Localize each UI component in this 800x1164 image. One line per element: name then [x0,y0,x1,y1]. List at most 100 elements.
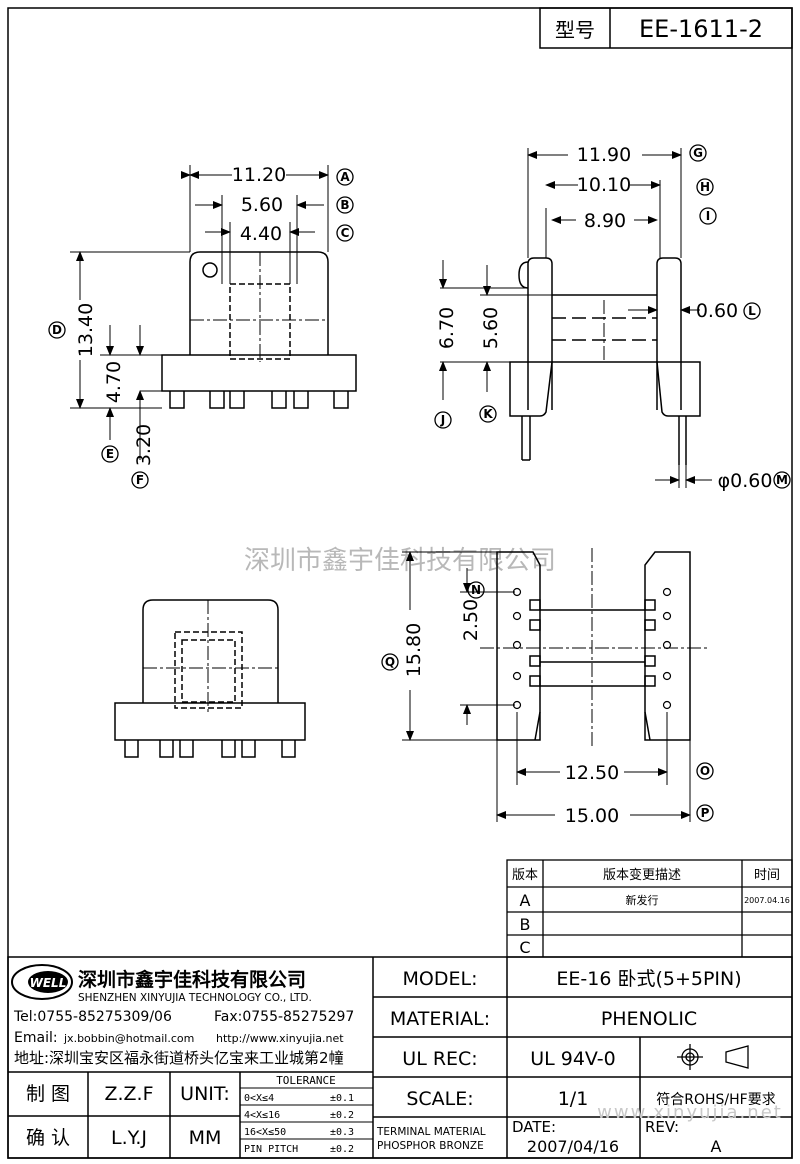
pin-left-4 [512,671,522,681]
company-name-cn: 深圳市鑫宇佳科技有限公司 [78,968,306,991]
unit-value: MM [189,1127,222,1149]
scale-field-value: 1/1 [558,1088,589,1110]
pin-right-2 [662,611,672,621]
projection-cone-icon [725,1045,749,1069]
callout-d: D [52,323,62,337]
callout-e: E [106,447,114,461]
dim-15-80: 15.80 [403,623,425,677]
dim-4-70: 4.70 [103,361,125,403]
callout-g: G [693,146,703,160]
front-view-dimensions [70,165,329,460]
watermark-url: www.xinyujia.net [597,1102,783,1123]
callout-f: F [136,473,144,487]
rev-row-a-ver: A [520,891,531,910]
side-view-dim-text: 11.90 10.10 8.90 6.70 5.60 0.60 φ0.60 [436,144,772,492]
callout-a: A [340,170,350,184]
rev-row-b-ver: B [520,915,531,934]
scale-field-label: SCALE: [406,1088,473,1110]
callout-g-circle [689,144,707,162]
rev-header-date: 时间 [754,868,780,883]
callout-e-circle [101,445,119,463]
callout-k-circle [479,405,497,423]
company-fax: Fax:0755-85275297 [214,1009,354,1025]
material-field-value: PHENOLIC [601,1008,697,1030]
bottom-view-callout-text: N Q O P [385,583,710,820]
unit-label: UNIT: [180,1083,230,1105]
model-field-value: EE-16 卧式(5+5PIN) [556,968,741,990]
logo-text: WELL [30,976,67,990]
callout-q-circle [381,653,399,671]
title-block-grid [7,956,793,1159]
tol-value-2: ±0.2 [330,1110,354,1121]
terminal-material-line2: PHOSPHOR BRONZE [377,1140,484,1152]
pin-left-2 [512,611,522,621]
company-email-label: Email: [14,1030,58,1046]
callout-q: Q [385,655,395,669]
checked-label: 确 认 [26,1127,70,1149]
callout-p-circle [696,804,714,822]
callout-b: B [340,198,349,212]
tol-value-3: ±0.3 [330,1127,354,1138]
dim-11-20: 11.20 [232,164,286,186]
callout-i: I [706,209,710,223]
callout-k: K [483,407,493,421]
projection-symbol [677,1044,749,1070]
rev-header-desc: 版本变更描述 [603,867,681,883]
company-website: http://www.xinyujia.net [216,1032,344,1045]
drawn-value: Z.Z.F [104,1083,153,1105]
tol-value-1: ±0.1 [330,1093,354,1104]
callout-m: M [776,473,788,487]
callout-l-circle [743,302,761,320]
pin-right-5 [662,700,672,710]
tol-range-1: 0<X≤4 [244,1093,274,1104]
rev-row-c-ver: C [519,938,530,957]
callout-p: P [701,806,710,820]
tol-range-3: 16<X≤50 [244,1127,286,1138]
title-block-labels: MODEL: EE-16 卧式(5+5PIN) MATERIAL: PHENOL… [26,968,776,1156]
callout-o-circle [696,762,714,780]
rear-view [114,599,306,758]
dim-5-60: 5.60 [241,194,283,216]
revision-table-text: 版本 版本变更描述 时间 A 新发行 2007.04.16 B C [512,867,790,957]
dim-8-90: 8.90 [584,210,626,232]
callout-c: C [341,226,350,240]
dim-3-20: 3.20 [133,424,155,466]
ulrec-field-value: UL 94V-0 [530,1048,616,1070]
pin-right-3 [662,640,672,650]
company-address: 地址:深圳宝安区福永街道桥头亿宝来工业城第2幢 [14,1049,344,1067]
bottom-view-callouts [381,581,714,822]
callout-h-circle [696,178,714,196]
side-view-dimensions [439,148,712,488]
side-view-callout-text: G H I J K L M [440,146,788,487]
dim-0-60: 0.60 [696,300,738,322]
bottom-view [480,548,710,748]
company-tel: Tel:0755-85275309/06 [13,1009,172,1025]
bottom-view-dim-text: 15.80 2.50 12.50 15.00 [403,599,619,827]
watermark: 深圳市鑫宇佳科技有限公司 [244,546,556,576]
callout-i-circle [699,207,717,225]
model-label: 型号 [555,18,595,42]
tol-range-2: 4<X≤16 [244,1110,280,1121]
dim-13-40: 13.40 [75,303,97,357]
dim-12-50: 12.50 [565,762,619,784]
date-label: DATE: [512,1118,556,1136]
rev-row-a-date: 2007.04.16 [744,896,790,905]
tolerance-title: TOLERANCE [276,1074,336,1087]
drawn-label: 制 图 [26,1083,70,1105]
front-view-dim-text: 11.20 5.60 4.40 13.40 4.70 3.20 [75,164,286,466]
dim-4-40: 4.40 [240,223,282,245]
model-field-label: MODEL: [403,968,478,990]
front-view-callouts [48,168,354,489]
rohs-note: 符合ROHS/HF要求 [656,1092,775,1108]
callout-o: O [700,764,710,778]
rev-header-version: 版本 [512,868,538,883]
callout-j-circle [434,411,452,429]
callout-h: H [700,180,710,194]
callout-l: L [748,304,756,318]
tol-range-4: PIN PITCH [244,1144,298,1155]
bottom-view-dimensions [402,551,691,822]
rev-value: A [711,1137,722,1156]
callout-b-circle [336,196,354,214]
side-view-callouts [434,144,791,489]
model-value: EE-1611-2 [639,15,763,43]
